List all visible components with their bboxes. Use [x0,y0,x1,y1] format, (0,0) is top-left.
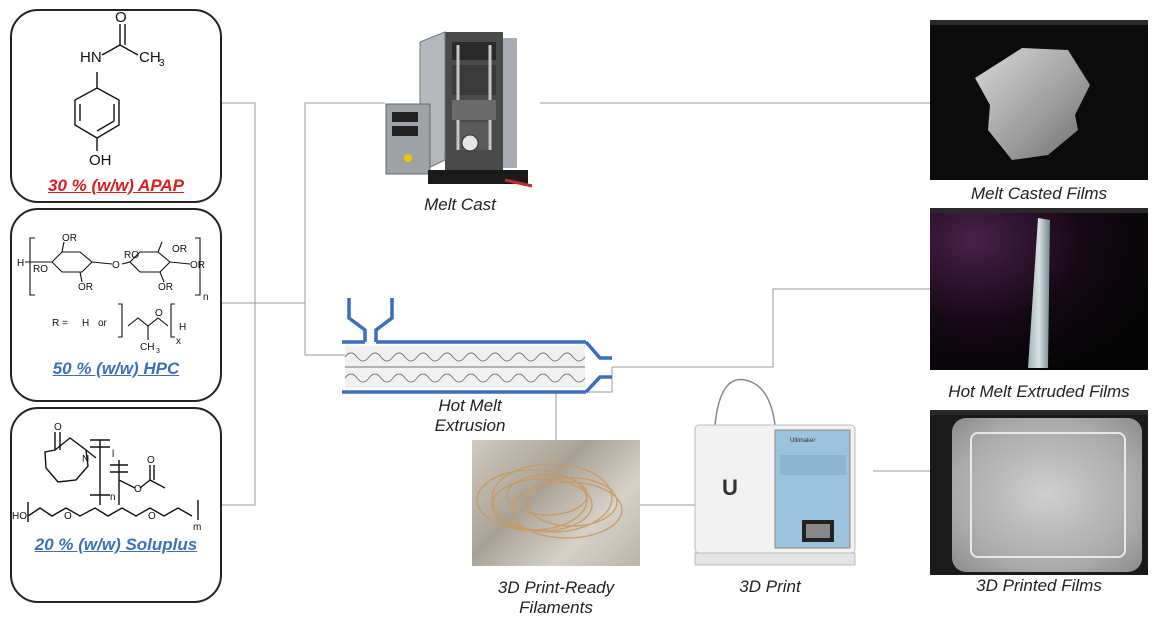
apap-ch3-label: CH [139,49,161,66]
soluplus-chain-o1: O [64,511,72,522]
printer-logo-u: U [722,475,738,500]
apap-panel [10,9,222,203]
hme-label-line1: Hot Melt [438,396,502,415]
soluplus-n-subscript: n [110,492,116,503]
hpc-ch3-label: CH [140,342,154,353]
soluplus-m-subscript: m [193,522,201,533]
hme-films-image [930,208,1148,370]
hpc-or4-label: OR [190,260,205,271]
apap-o-label: O [115,9,127,26]
soluplus-carbonyl-o: O [147,455,155,466]
3d-print-label: 3D Print [739,577,801,596]
soluplus-ester-o: O [134,484,142,495]
filaments-photo [472,440,640,566]
hme-label-line2: Extrusion [434,416,506,435]
melt-casted-films-label: Melt Casted Films [970,184,1108,203]
filaments-label: 3D Print-Ready Filaments [470,578,642,618]
soluplus-l-subscript: l [112,449,114,460]
extruded-strip [1028,218,1050,368]
hpc-composition-label: 50 % (w/w) HPC [52,359,180,378]
printer-brand-label: Ultimaker [790,438,815,444]
hpc-ro1-label: RO [33,264,48,275]
hpc-r-h: H [82,318,89,329]
soluplus-panel [10,407,222,603]
soluplus-o-label: O [54,422,62,433]
hpc-x-subscript: x [176,336,181,347]
soluplus-composition-label: 20 % (w/w) Soluplus [34,535,198,554]
hpc-ro2-label: RO [124,250,139,261]
filament-coils [476,463,623,539]
hpc-side-h: H [179,322,186,333]
hot-melt-extrusion-label: Hot Melt Extrusion [400,396,540,436]
printed-films-label: 3D Printed Films [976,576,1102,595]
melt-casted-film-shape [975,48,1090,160]
apap-ch3-sub: 3 [159,58,165,69]
hpc-n-subscript: n [203,292,209,303]
hpc-or3-label: OR [172,244,187,255]
printed-films-image [930,410,1148,575]
soluplus-ho-label: HO [12,511,27,522]
filaments-label-line2: Filaments [519,598,593,617]
apap-hn-label: HN [80,49,102,66]
melt-cast-label: Melt Cast [424,195,496,214]
hpc-r-equals: R = [52,318,68,329]
hpc-h-label: H [17,258,24,269]
soluplus-n-atom: N [82,454,89,465]
soluplus-chain-o2: O [148,511,156,522]
hpc-or5-label: OR [158,282,173,293]
hpc-panel [10,208,222,402]
hpc-ch3-sub: 3 [156,348,160,355]
apap-composition-label: 30 % (w/w) APAP [47,176,185,195]
hpc-or-word: or [98,318,108,329]
hme-films-label: Hot Melt Extruded Films [948,382,1130,401]
hpc-o-link-label: O [112,260,120,271]
hpc-or2-label: OR [78,282,93,293]
hpc-or1-label: OR [62,233,77,244]
filaments-label-line1: 3D Print-Ready [497,578,615,597]
melt-casted-films-image [930,20,1148,180]
apap-oh-label: OH [89,152,112,169]
hpc-ether-o: O [155,308,163,319]
